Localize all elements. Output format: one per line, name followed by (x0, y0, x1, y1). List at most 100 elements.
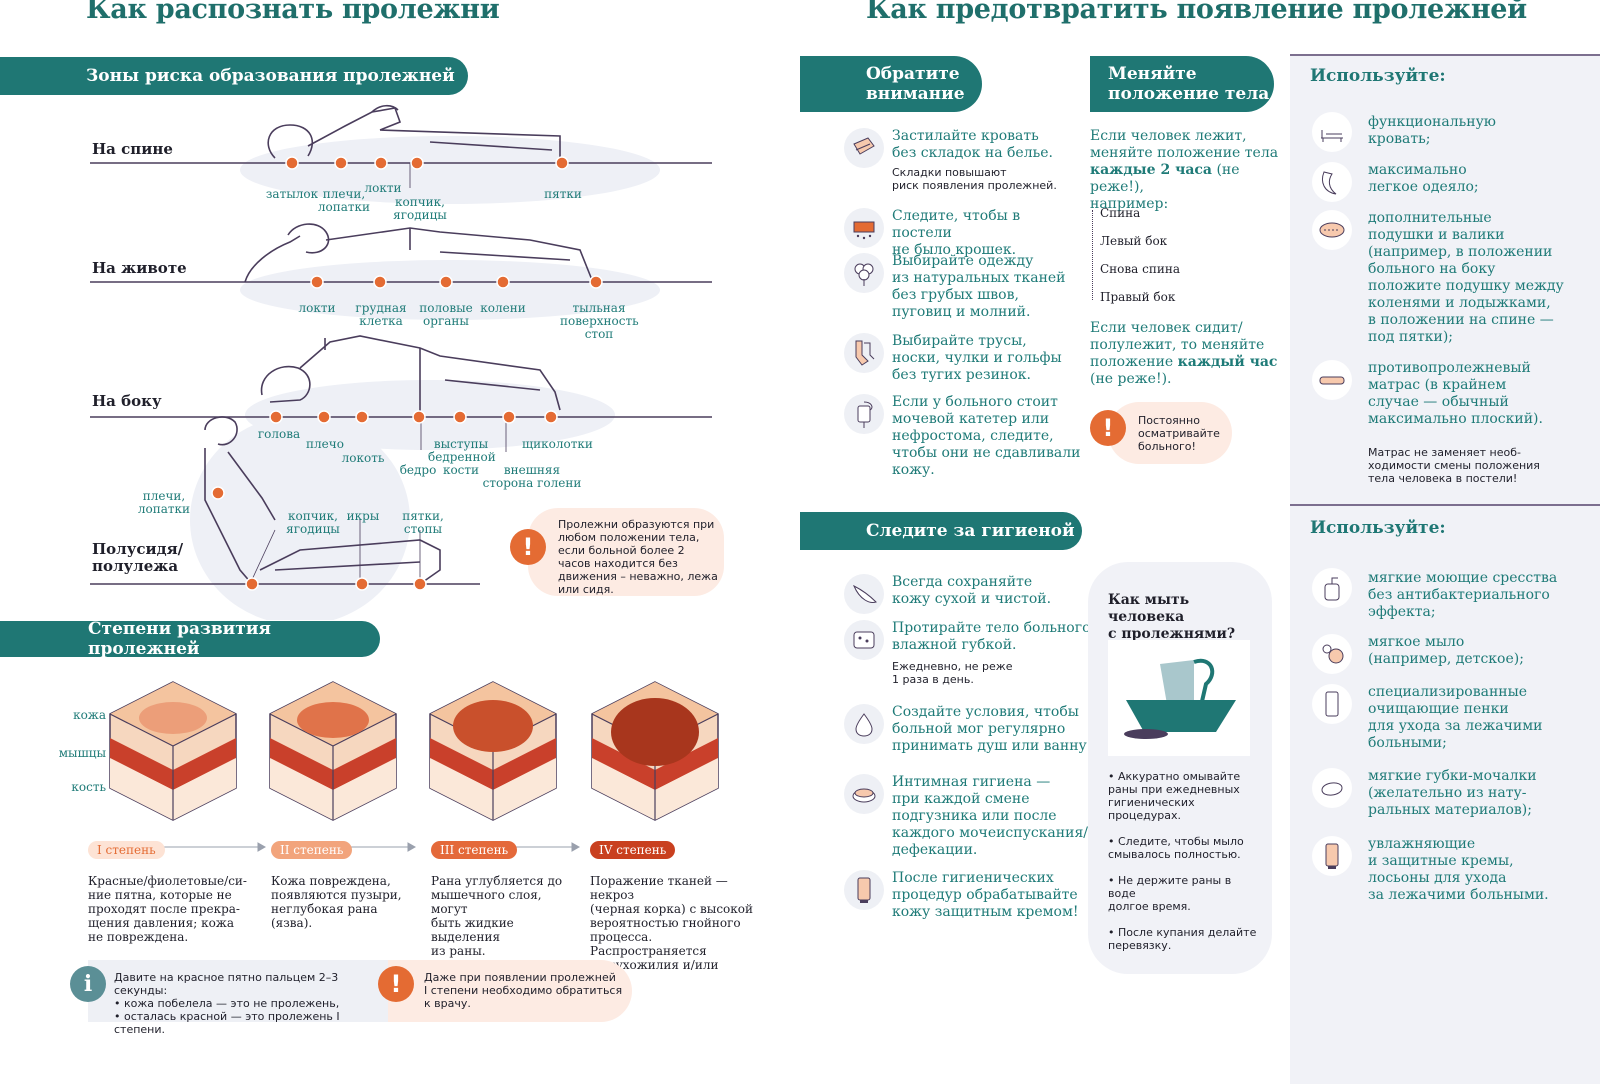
zone-label: локти (364, 181, 402, 195)
zones-note-box (528, 508, 724, 596)
blanket-icon (1312, 162, 1352, 202)
drop-icon (844, 704, 884, 744)
reposition-item: Левый бок (1100, 234, 1168, 248)
zone-label: плечи, лопатки (137, 489, 191, 516)
reposition-note-box (1108, 402, 1232, 464)
socks-icon (844, 333, 884, 373)
stage-desc-2: Кожа повреждена, появляются пузыри, негл… (271, 874, 402, 930)
zone-label: плечи, лопатки (317, 187, 371, 214)
wash-box (1088, 562, 1272, 974)
use1-note: Матрас не заменяет необ- ходимости смены… (1368, 446, 1540, 485)
position-on-back: На спине (92, 140, 173, 158)
stages-heading: Степени развития пролежней (0, 619, 380, 659)
reposition-item: Спина (1100, 206, 1141, 220)
position-on-stomach: На животе (92, 259, 187, 277)
cotton-icon (844, 253, 884, 293)
layer-label-skin: кожа (73, 708, 106, 722)
attention-item-text: Выбирайте трусы, носки, чулки и гольфы б… (892, 333, 1062, 383)
zone-label: копчик, ягодицы (286, 509, 340, 536)
use-heading-1: Используйте: (1310, 66, 1446, 86)
hygiene-item-text: Создайте условия, чтобы больной мог регу… (892, 704, 1092, 754)
zone-label: локоть (341, 451, 385, 465)
crumbs-icon (844, 208, 884, 248)
stage-badge-1: I степень (88, 841, 165, 859)
zone-label: выступы бедренной кости (428, 437, 496, 477)
stage-cubes-illustration (109, 681, 719, 821)
zone-label: грудная клетка (355, 301, 407, 328)
zone-label: локти (298, 301, 336, 315)
hygiene-item-text: Интимная гигиена — при каждой смене подг… (892, 774, 1088, 858)
warning-box (388, 960, 632, 1022)
attention-item-text: Застилайте кровать без складок на белье. (892, 128, 1053, 161)
pump-bottle-icon (1312, 568, 1352, 608)
layer-label-muscle: мышцы (58, 746, 106, 760)
reposition-text-1: Если человек лежит, меняйте положение те… (1090, 128, 1279, 212)
attention-item-text: Если у больного стоит мочевой катетер ил… (892, 394, 1081, 478)
zone-label: внешняя сторона голени (482, 463, 582, 490)
soap-bubbles-icon (1312, 634, 1352, 674)
wash-list-item: • После купания делайте перевязку. (1108, 926, 1257, 952)
zone-label: икры (346, 509, 380, 523)
info-icon: i (70, 966, 106, 1002)
cream-tube-icon (1312, 836, 1352, 876)
zone-label: пятки (544, 187, 582, 201)
reposition-item: Снова спина (1100, 262, 1180, 276)
soap-icon (844, 774, 884, 814)
hygiene-item-text: Всегда сохраняйте кожу сухой и чистой. (892, 574, 1052, 607)
zones-note-text: Пролежни образуются при любом положении … (558, 518, 718, 596)
use-heading-2: Используйте: (1310, 518, 1446, 538)
zone-label: пятки, стопы (402, 509, 444, 536)
stage-desc-3: Рана углубляется до мышечного слоя, могу… (431, 874, 563, 958)
use2-item-text: увлажняющие и защитные кремы, лосьоны дл… (1368, 836, 1549, 903)
reposition-heading: Меняйте положение тела (1090, 56, 1274, 112)
feather-icon (844, 574, 884, 614)
wash-illustration (1108, 640, 1250, 756)
hygiene-heading: Следите за гигиеной (800, 512, 1082, 550)
position-semi-sitting: Полусидя/ полулежа (92, 540, 184, 575)
reposition-item: Правый бок (1100, 290, 1176, 304)
stage-arrows (160, 842, 581, 852)
reposition-text-2: Если человек сидит/ полулежит, то меняйт… (1090, 320, 1278, 387)
use2-item-text: мягкое мыло (например, детское); (1368, 634, 1524, 667)
tip-box (88, 960, 408, 1022)
attention-item-text: Следите, чтобы в постели не было крошек. (892, 208, 1021, 258)
zone-label: тыльная поверхность стоп (560, 301, 639, 341)
use2-item-text: специализированные очищающие пенки для у… (1368, 684, 1543, 751)
zone-label: голова (257, 427, 301, 441)
attention-item-small: Складки повышают риск появления пролежне… (892, 166, 1057, 192)
body-positions-illustration (90, 104, 712, 620)
mattress-icon (1312, 360, 1352, 400)
bath-sponge-icon (1312, 768, 1352, 808)
stage-desc-1: Красные/фиолетовые/си- ние пятна, которы… (88, 874, 247, 944)
warning-icon: ! (510, 529, 546, 565)
left-title: Как распознать пролежни (86, 0, 500, 25)
wash-list-item: • Аккуратно омывайте раны при ежедневных… (1108, 770, 1241, 822)
wash-list: • Аккуратно омывайте раны при ежедневных… (1108, 770, 1258, 952)
foam-tube-icon (1312, 684, 1352, 724)
layer-label-bone: кость (71, 780, 106, 794)
catheter-icon (844, 394, 884, 434)
wash-title: Как мыть человека с пролежнями? (1108, 592, 1236, 642)
warning-text: Даже при появлении пролежней I степени н… (424, 971, 623, 1010)
right-title: Как предотвратить появление пролежней (866, 0, 1527, 25)
zone-label: бедро (399, 463, 437, 477)
wash-list-item: • Не держите раны в воде долгое время. (1108, 874, 1232, 913)
zone-label: затылок (265, 187, 319, 201)
attention-item-text: Выбирайте одежду из натуральных тканей б… (892, 253, 1066, 320)
zone-label: колени (480, 301, 526, 315)
zone-label: плечо (306, 437, 344, 451)
attention-heading: Обратите внимание (800, 56, 982, 112)
use1-item-text: дополнительные подушки и валики (наприме… (1368, 210, 1564, 345)
hygiene-item-text: Протирайте тело больного влажной губкой. (892, 620, 1091, 653)
panel-top-rule (1290, 54, 1600, 56)
cream-icon (844, 870, 884, 910)
warning-icon: ! (1090, 410, 1126, 446)
zones-heading: Зоны риска образования пролежней (0, 57, 468, 95)
warning-icon: ! (378, 966, 414, 1002)
use1-item-text: максимально легкое одеяло; (1368, 162, 1479, 195)
zone-label: половые органы (419, 301, 473, 328)
use1-item-text: функциональную кровать; (1368, 114, 1496, 147)
zone-label: щиколотки (522, 437, 593, 451)
hygiene-item-text: После гигиенических процедур обрабатывай… (892, 870, 1079, 920)
hygiene-item-small: Ежедневно, не реже 1 раза в день. (892, 660, 1013, 686)
